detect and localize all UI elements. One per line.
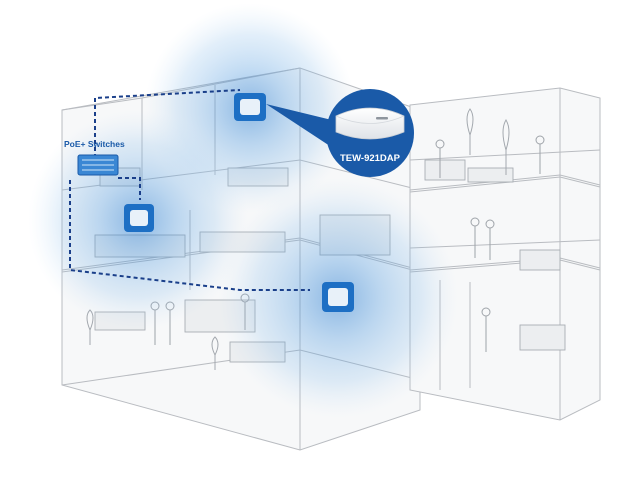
cable-switch-to-left-ap (118, 177, 141, 200)
person (485, 219, 495, 260)
person (470, 217, 480, 258)
person (535, 135, 545, 174)
access-point-left[interactable] (124, 204, 154, 232)
poe-switch[interactable] (77, 154, 119, 176)
access-point-top[interactable] (234, 93, 266, 121)
plant (466, 108, 474, 155)
product-callout: TEW-921DAP (266, 89, 414, 177)
plant (211, 336, 219, 370)
cable-links (69, 89, 310, 291)
cable-switch-to-top-ap (94, 89, 241, 165)
access-point-model-label: TEW-921DAP (340, 153, 401, 164)
cable-switch-to-bottom-ap (69, 180, 310, 291)
access-point-bottom[interactable] (322, 282, 354, 312)
plant (502, 119, 510, 175)
callout-pointer (266, 104, 340, 150)
person (435, 139, 445, 178)
switch-ports (82, 159, 114, 171)
tew-921dap-device[interactable] (335, 107, 405, 140)
device-logo (376, 117, 388, 120)
person (481, 307, 491, 352)
poe-switches-label: PoE+ Switches (64, 139, 125, 149)
plants (86, 108, 510, 370)
